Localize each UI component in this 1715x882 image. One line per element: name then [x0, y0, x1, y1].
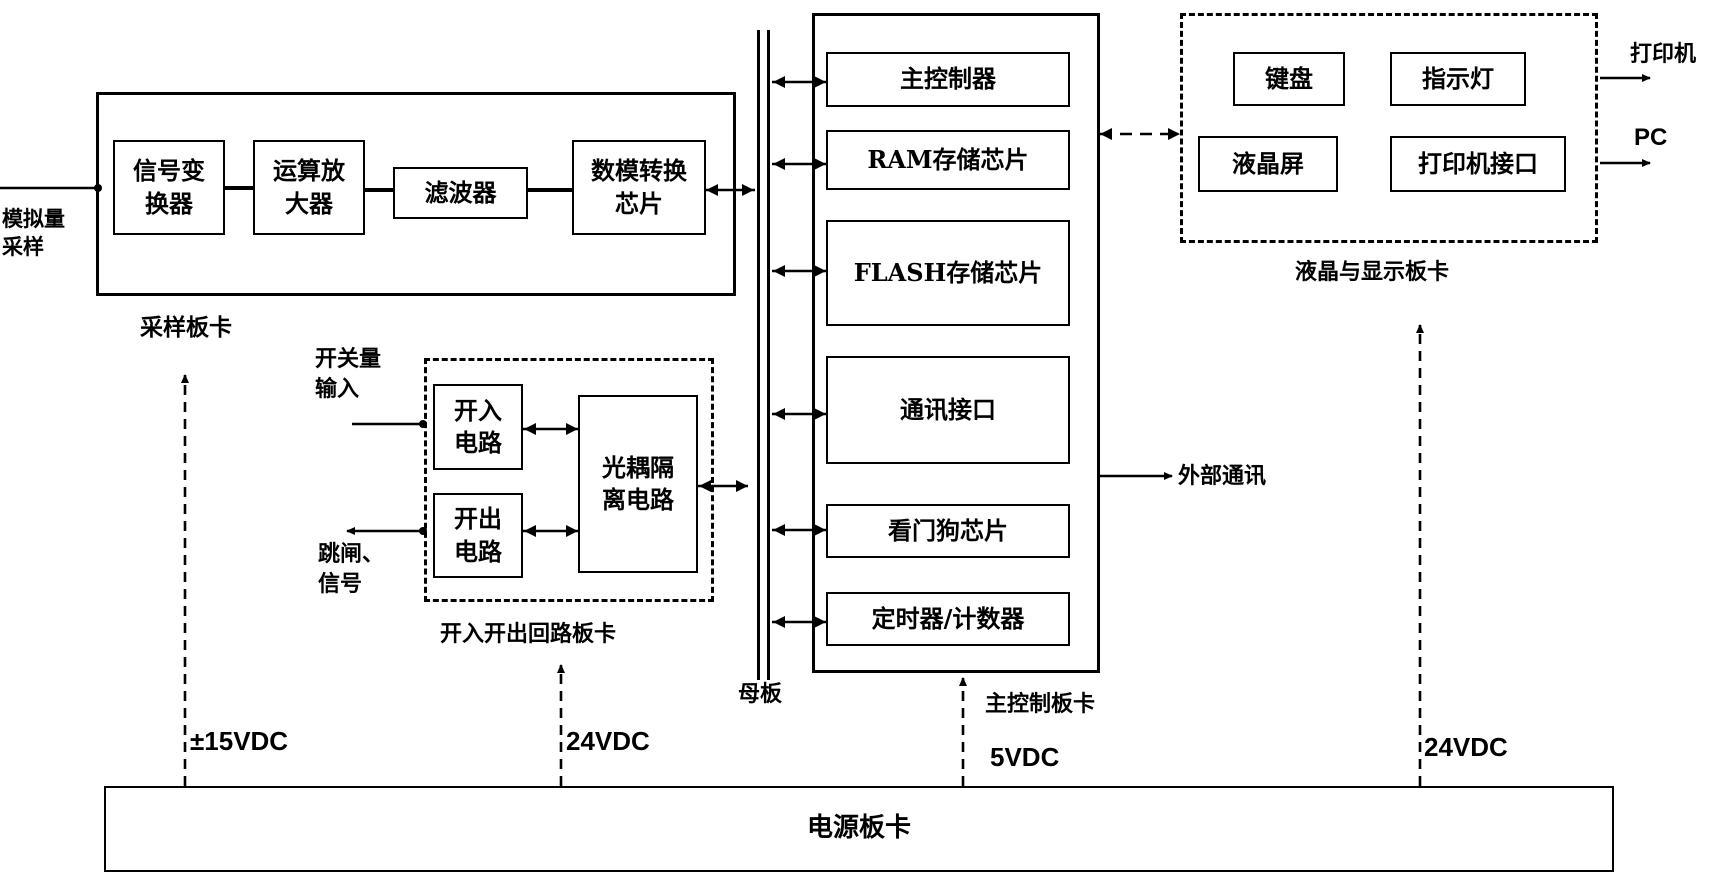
main-board-title: 主控制板卡: [985, 691, 1096, 717]
sampling-board: [96, 92, 736, 296]
watchdog-chip-block: 看门狗芯片: [826, 504, 1070, 558]
timer-counter-block: 定时器/计数器: [826, 592, 1070, 646]
voltage-5vdc-label: 5VDC: [990, 742, 1060, 772]
output-circuit-block: 开出 电路: [433, 493, 523, 578]
analog-sampling-input-label: 模拟量 采样: [2, 206, 65, 260]
keyboard-block: 键盘: [1233, 52, 1345, 106]
lcd-screen-block: 液晶屏: [1198, 136, 1338, 192]
indicator-light-block: 指示灯: [1390, 52, 1526, 106]
motherboard-bus-line-1: [757, 30, 760, 680]
motherboard-label: 母板: [738, 681, 783, 707]
voltage-24vdc-display-label: 24VDC: [1424, 732, 1508, 762]
printer-interface-block: 打印机接口: [1390, 136, 1566, 192]
display-board-title: 液晶与显示板卡: [1295, 259, 1450, 285]
comm-interface-block: 通讯接口: [826, 356, 1070, 464]
io-board-title: 开入开出回路板卡: [440, 621, 617, 647]
display-board: [1180, 13, 1598, 243]
main-control-board: [812, 13, 1100, 673]
voltage-15vdc-label: ±15VDC: [190, 726, 289, 756]
ram-chip-block: RAM存储芯片: [826, 130, 1070, 190]
sampling-board-title: 采样板卡: [140, 314, 232, 341]
optocoupler-block: 光耦隔 离电路: [578, 395, 698, 573]
main-controller-block: 主控制器: [826, 52, 1070, 107]
io-board: [424, 358, 714, 602]
input-circuit-block: 开入 电路: [433, 384, 523, 470]
printer-output-label: 打印机: [1630, 41, 1697, 67]
motherboard-bus-line-2: [767, 30, 770, 680]
external-comm-label: 外部通讯: [1178, 463, 1267, 489]
flash-chip-block: FLASH存储芯片: [826, 220, 1070, 326]
op-amp-block: 运算放 大器: [253, 140, 365, 235]
pc-output-label: PC: [1634, 124, 1668, 151]
power-board: 电源板卡: [104, 786, 1614, 872]
switch-input-label: 开关量 输入: [315, 346, 382, 402]
signal-converter-block: 信号变 换器: [113, 140, 225, 235]
filter-block: 滤波器: [393, 167, 528, 219]
voltage-24vdc-io-label: 24VDC: [566, 726, 650, 756]
trip-signal-label: 跳闸、 信号: [318, 541, 385, 597]
dac-chip-block: 数模转换 芯片: [572, 140, 706, 235]
